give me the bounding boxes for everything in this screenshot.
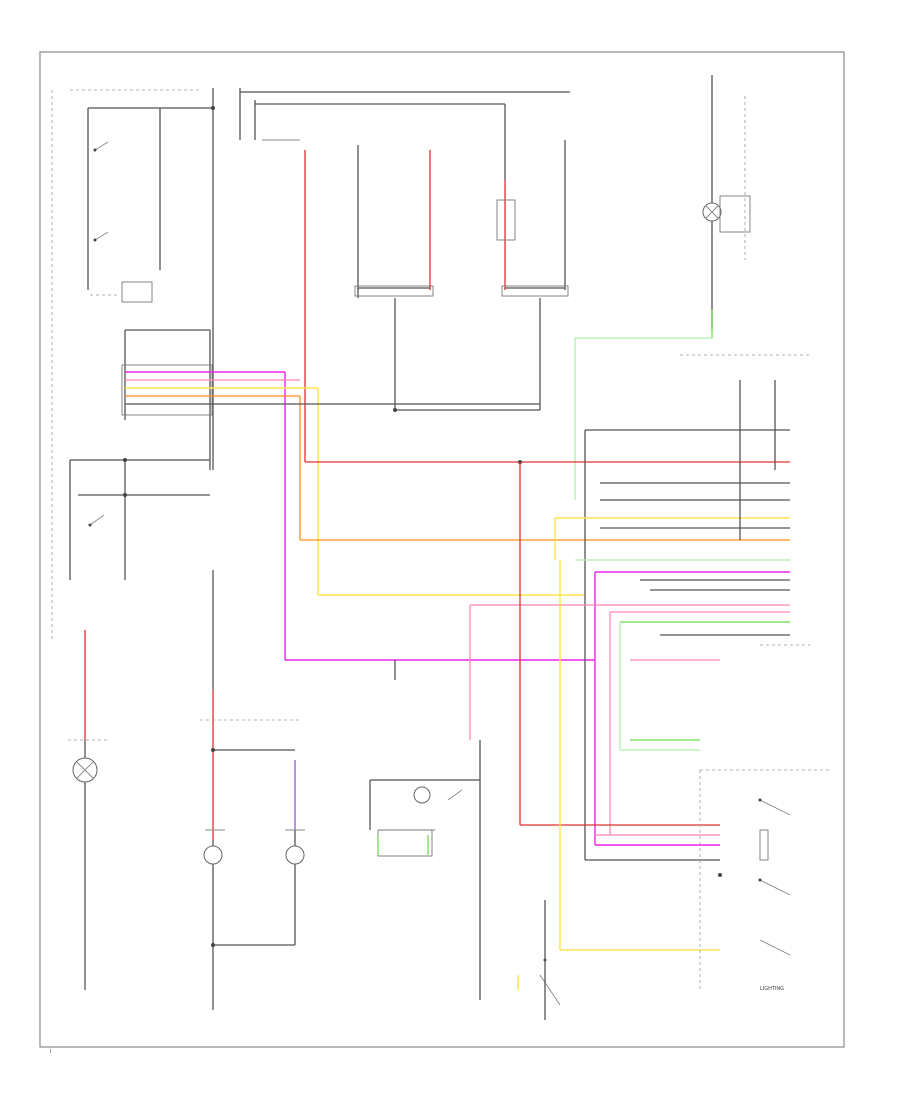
power-feed-lines (180, 88, 570, 470)
left-lower-group (68, 458, 210, 990)
tail-lamp-group (200, 570, 305, 1010)
left-connector-wires (121, 364, 790, 661)
lamp-label: LIGHTING (760, 986, 784, 992)
diagram-frame (39, 51, 845, 1048)
right-harness-bundle (305, 354, 810, 860)
fog-indicator-group (369, 660, 561, 1020)
headlight-circuit-group (262, 139, 569, 462)
vertical-trunks (519, 462, 720, 951)
footer-code: I (50, 1049, 51, 1055)
top-left-switch-group (51, 89, 211, 640)
lighting-switch-group: LIGHTING (699, 769, 830, 992)
top-right-meter-group (574, 75, 751, 500)
